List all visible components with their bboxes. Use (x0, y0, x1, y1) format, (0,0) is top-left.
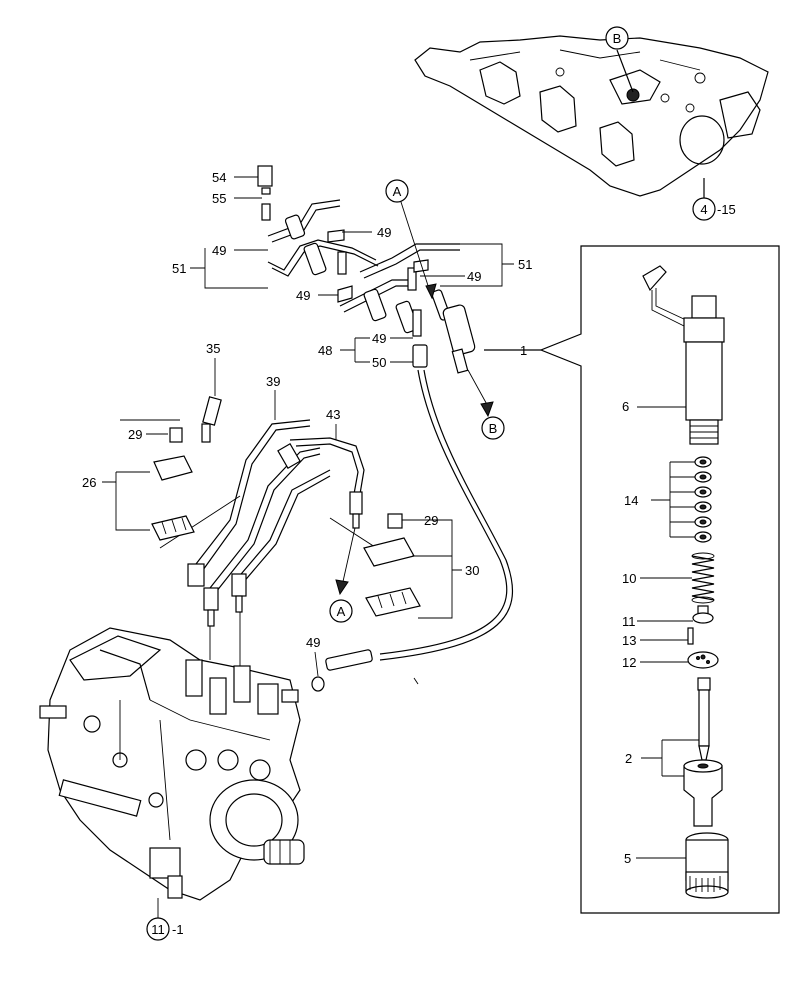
reference-b-bottom: B (481, 416, 505, 440)
nozzle-part (683, 677, 723, 827)
ref-a-bottom-label: A (337, 604, 346, 619)
ref-b-top-label: B (613, 31, 622, 46)
seal-ring-part (311, 676, 325, 692)
nozzle-nut-part (685, 832, 729, 899)
label-49-e: 49 (372, 331, 386, 346)
label-48: 48 (318, 343, 332, 358)
label-26: 26 (82, 475, 96, 490)
shim-washers-part (694, 456, 712, 543)
label-10: 10 (622, 571, 636, 586)
label-49-c: 49 (467, 269, 481, 284)
label-29-a: 29 (128, 427, 142, 442)
label-2: 2 (625, 751, 632, 766)
label-11: 11 (622, 614, 636, 629)
label-49-a: 49 (212, 243, 226, 258)
spring-part (691, 552, 715, 604)
label-1: 1 (520, 343, 527, 358)
cylinder-head-illustration (414, 35, 769, 197)
label-43: 43 (326, 407, 340, 422)
label-55: 55 (212, 191, 226, 206)
label-30: 30 (465, 563, 479, 578)
clamp-set-30 (363, 513, 421, 617)
label-51-b: 51 (518, 257, 532, 272)
reference-b-top: B (605, 26, 629, 50)
spring-seat-part (692, 605, 714, 624)
ref-11-label: 11 (151, 922, 165, 937)
injector-part (442, 304, 476, 374)
return-pipe-part (325, 649, 373, 671)
label-6: 6 (622, 399, 629, 414)
reference-4-15: 4 -15 (692, 197, 736, 221)
label-49-d: 49 (296, 288, 310, 303)
ref-a-top-label: A (393, 184, 402, 199)
ref-b-bottom-label: B (489, 421, 498, 436)
reference-a-bottom: A (329, 599, 353, 623)
label-12: 12 (622, 655, 636, 670)
label-14: 14 (624, 493, 638, 508)
nozzle-holder-part (642, 265, 725, 445)
injection-pump-illustration (39, 627, 305, 901)
pipe-clamp-35 (201, 396, 222, 443)
leak-off-pipe-assembly (257, 165, 460, 337)
injector-detail-box (484, 245, 780, 914)
label-54: 54 (212, 170, 226, 185)
ref-4-suffix: -15 (717, 202, 736, 217)
label-35: 35 (206, 341, 220, 356)
label-39: 39 (266, 374, 280, 389)
clamp-set-26 (151, 427, 195, 541)
pin-part (687, 627, 694, 645)
hose-part (412, 344, 428, 368)
label-5: 5 (624, 851, 631, 866)
ref-11-suffix: -1 (172, 922, 184, 937)
label-29-b: 29 (424, 513, 438, 528)
label-13: 13 (622, 633, 636, 648)
high-pressure-pipes (187, 419, 365, 627)
reference-11-1: 11 -1 (146, 917, 184, 941)
ref-4-label: 4 (700, 202, 707, 217)
label-49-b: 49 (377, 225, 391, 240)
distance-piece-part (687, 651, 719, 669)
reference-a-top: A (385, 179, 409, 203)
label-49-f: 49 (306, 635, 320, 650)
label-51-a: 51 (172, 261, 186, 276)
label-50: 50 (372, 355, 386, 370)
